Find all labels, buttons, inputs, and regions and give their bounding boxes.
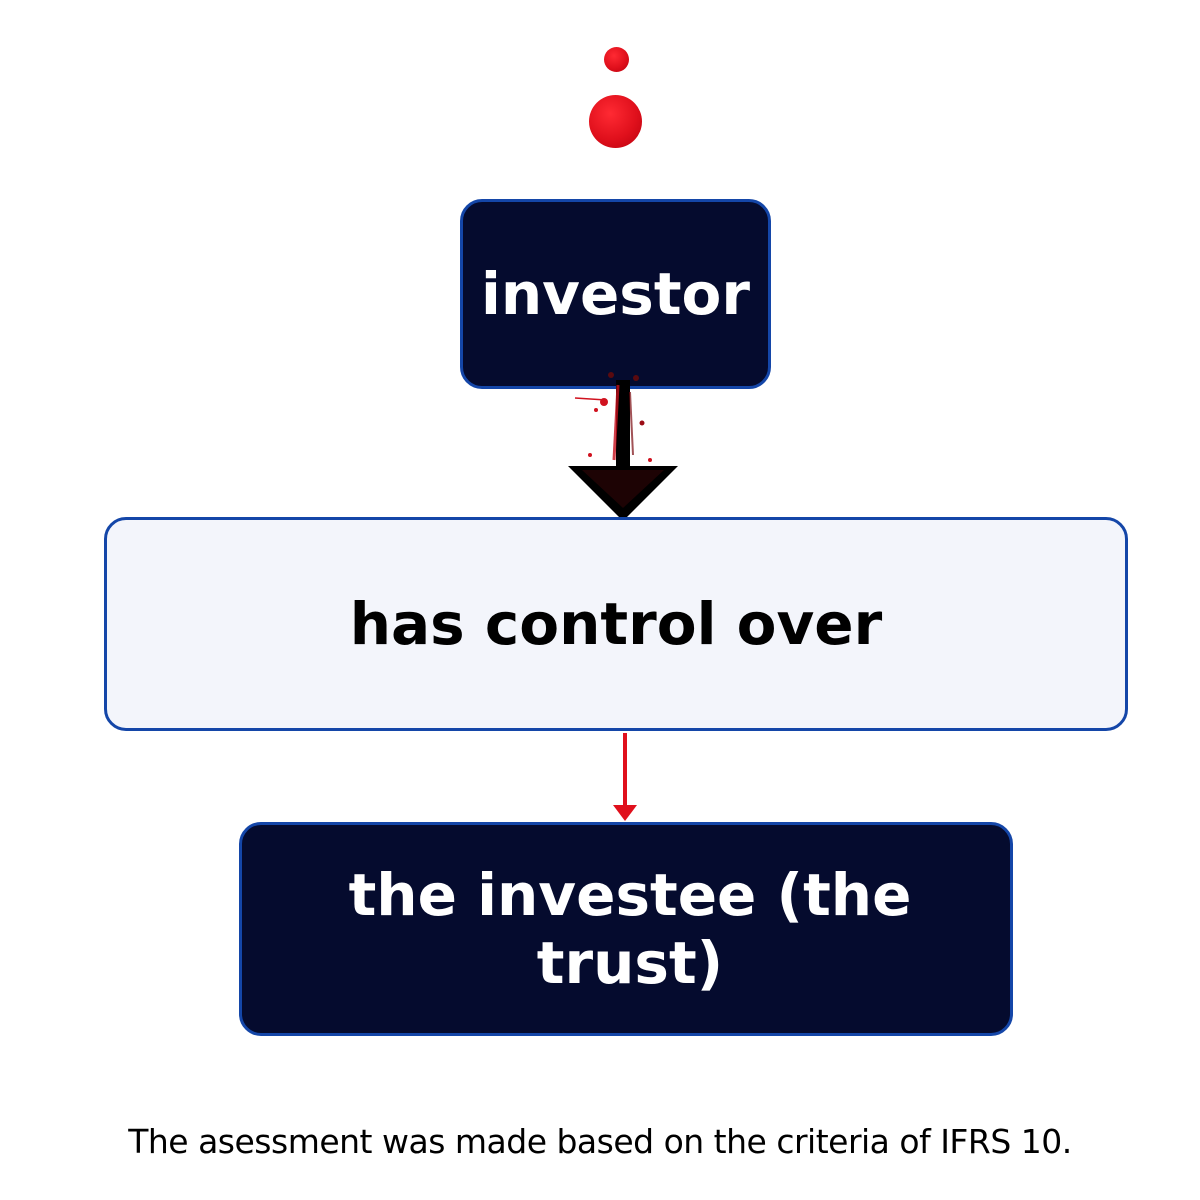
arrow-relation-to-investee [613,733,637,821]
investor-node: investor [460,199,771,389]
arrow-investor-to-relation [568,372,678,521]
investor-label: investor [480,260,750,328]
investee-label: the investee (the trust) [348,861,912,997]
relation-node: has control over [104,517,1128,731]
relation-label: has control over [349,590,883,658]
investee-node: the investee (the trust) [239,822,1013,1036]
footnote: The asessment was made based on the crit… [128,1122,1072,1161]
red-dot-large [589,95,642,148]
red-dot-small [604,47,629,72]
